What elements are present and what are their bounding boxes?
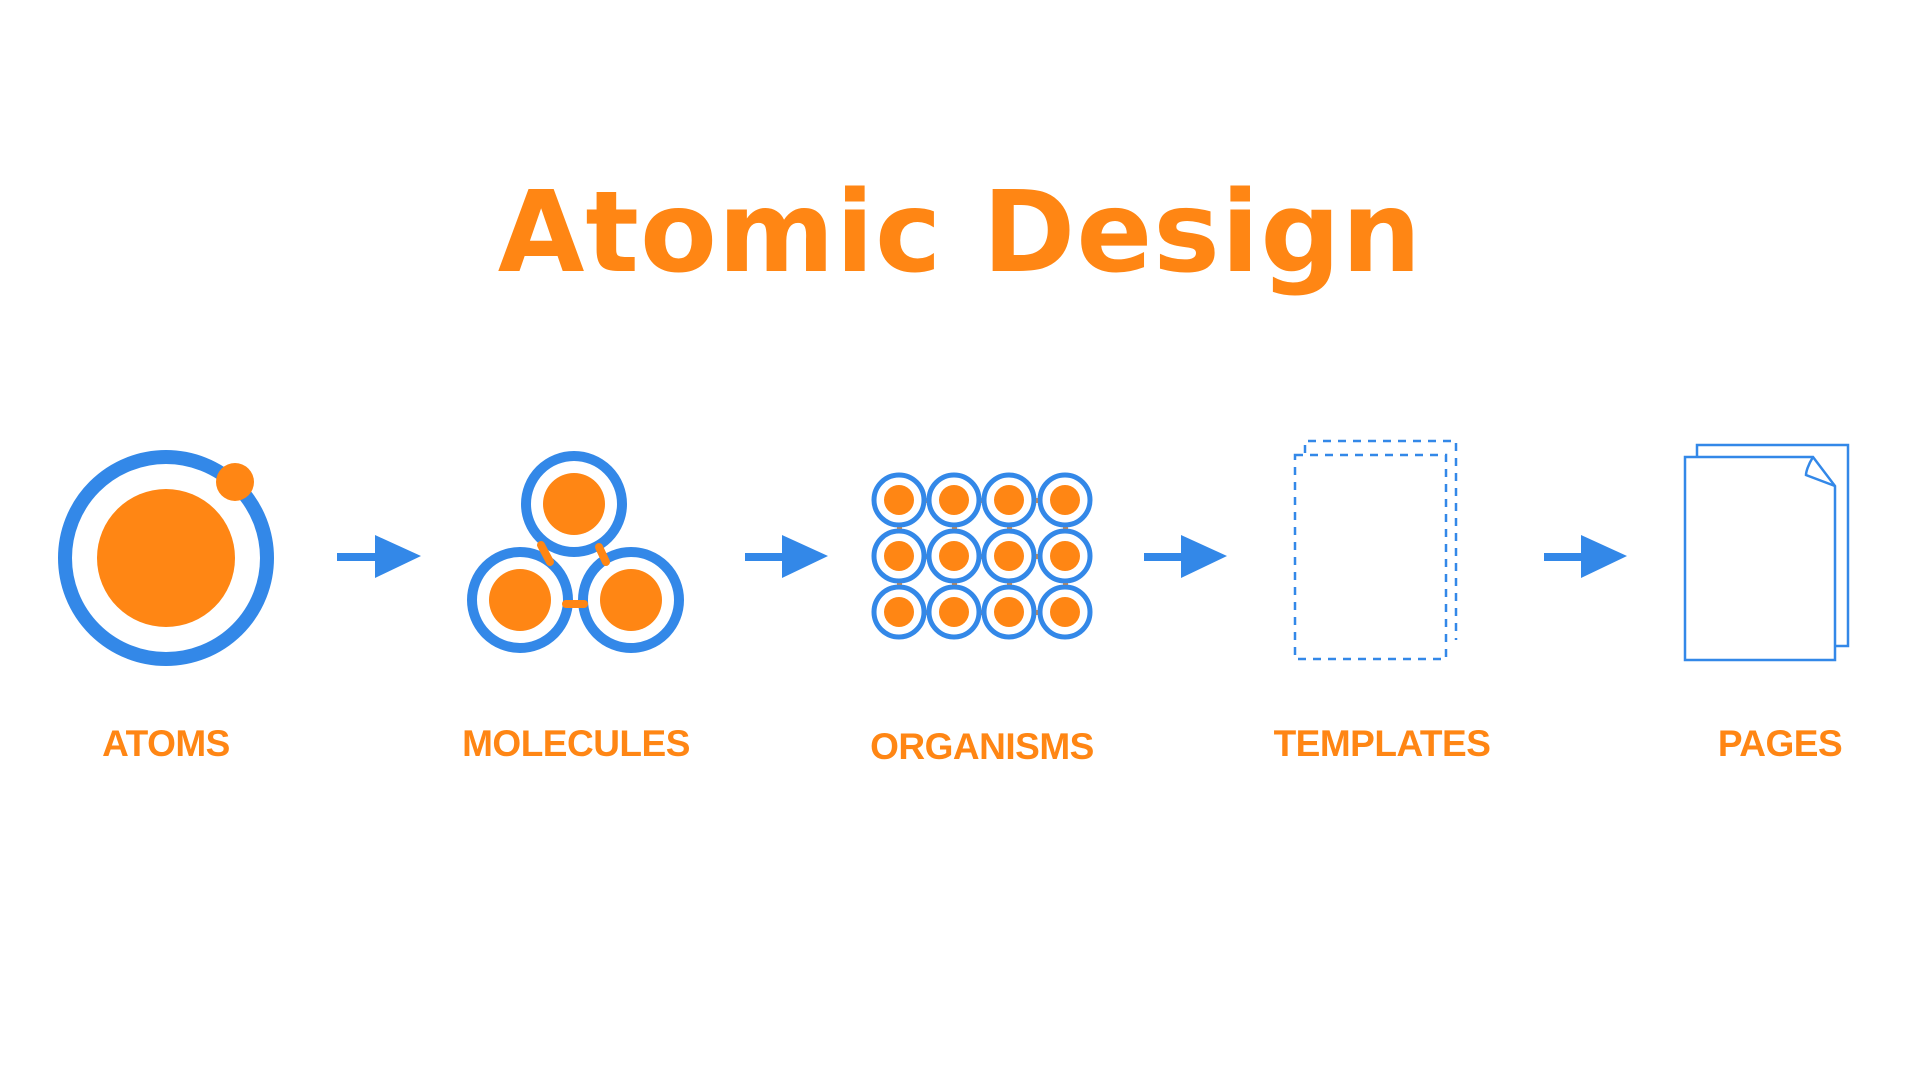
organism-grid-icon (874, 475, 1090, 637)
stage-label-organisms: ORGANISMS (870, 726, 1094, 767)
atom-icon (58, 450, 274, 666)
arrow-right-icon (1544, 535, 1627, 578)
arrow-right-icon (1144, 535, 1227, 578)
stage-label-atoms: ATOMS (102, 723, 230, 764)
arrow-right-icon (745, 535, 828, 578)
document-stack-icon (1683, 443, 1850, 662)
stage-label-templates: TEMPLATES (1273, 723, 1491, 764)
stage-label-molecules: MOLECULES (462, 723, 690, 764)
arrow-right-icon (337, 535, 421, 578)
molecule-icon (467, 451, 684, 653)
dashed-document-stack-icon (1293, 439, 1458, 661)
stage-label-pages: PAGES (1717, 723, 1843, 764)
diagram-title: Atomic Design (497, 168, 1423, 298)
